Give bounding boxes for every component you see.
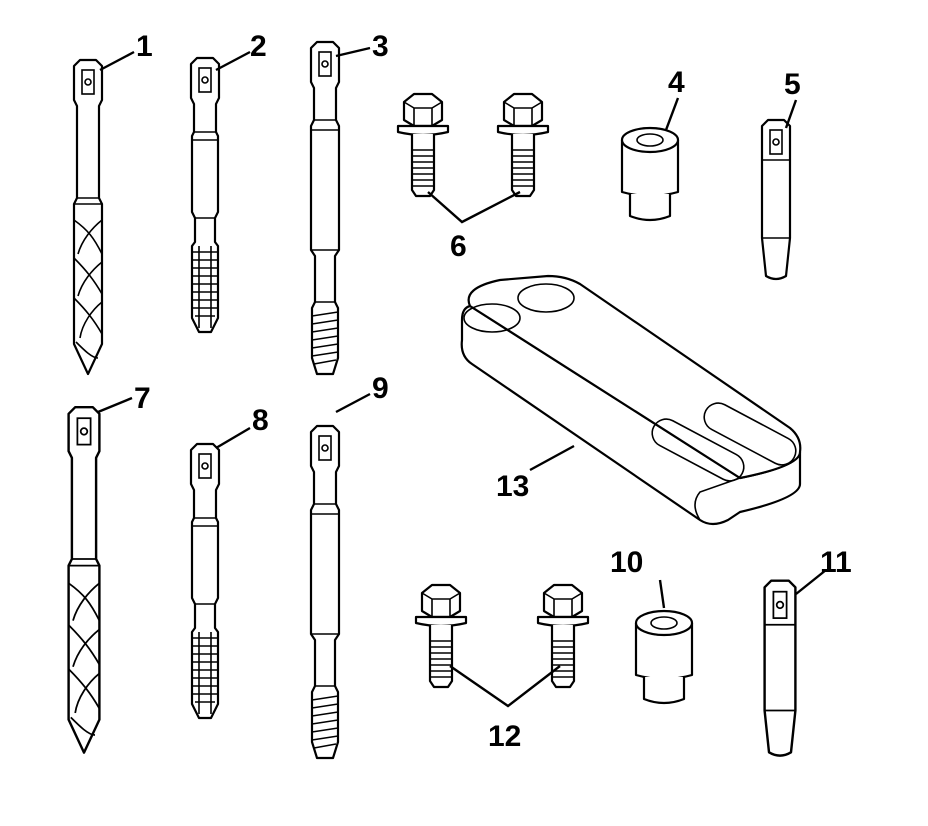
- bolt-6b: [496, 92, 550, 198]
- pilot-pin-11: [763, 579, 797, 757]
- callout-9: 9: [372, 372, 389, 405]
- fixture-plate: [460, 274, 802, 526]
- thread-tap-large: [189, 442, 221, 720]
- drill-bit-small: [72, 58, 104, 376]
- bushing-4: [620, 126, 680, 222]
- callout-10: 10: [610, 546, 643, 579]
- callout-2: 2: [250, 30, 267, 63]
- callout-13: 13: [496, 470, 529, 503]
- stud-driver-small: [309, 40, 341, 376]
- pilot-pin-5: [760, 118, 792, 281]
- stud-driver-large: [309, 424, 341, 760]
- callout-5: 5: [784, 68, 801, 101]
- callout-6: 6: [450, 230, 467, 263]
- callout-3: 3: [372, 30, 389, 63]
- callout-7: 7: [134, 382, 151, 415]
- callout-4: 4: [668, 66, 685, 99]
- callout-11: 11: [820, 546, 852, 579]
- bolt-6a: [396, 92, 450, 198]
- bolt-12b: [536, 583, 590, 689]
- callout-8: 8: [252, 404, 269, 437]
- bushing-10: [634, 609, 694, 705]
- thread-tap-small: [189, 56, 221, 334]
- leader-lines: [97, 46, 827, 708]
- callout-12: 12: [488, 720, 521, 753]
- callout-1: 1: [136, 30, 153, 63]
- drill-bit-large: [67, 405, 101, 754]
